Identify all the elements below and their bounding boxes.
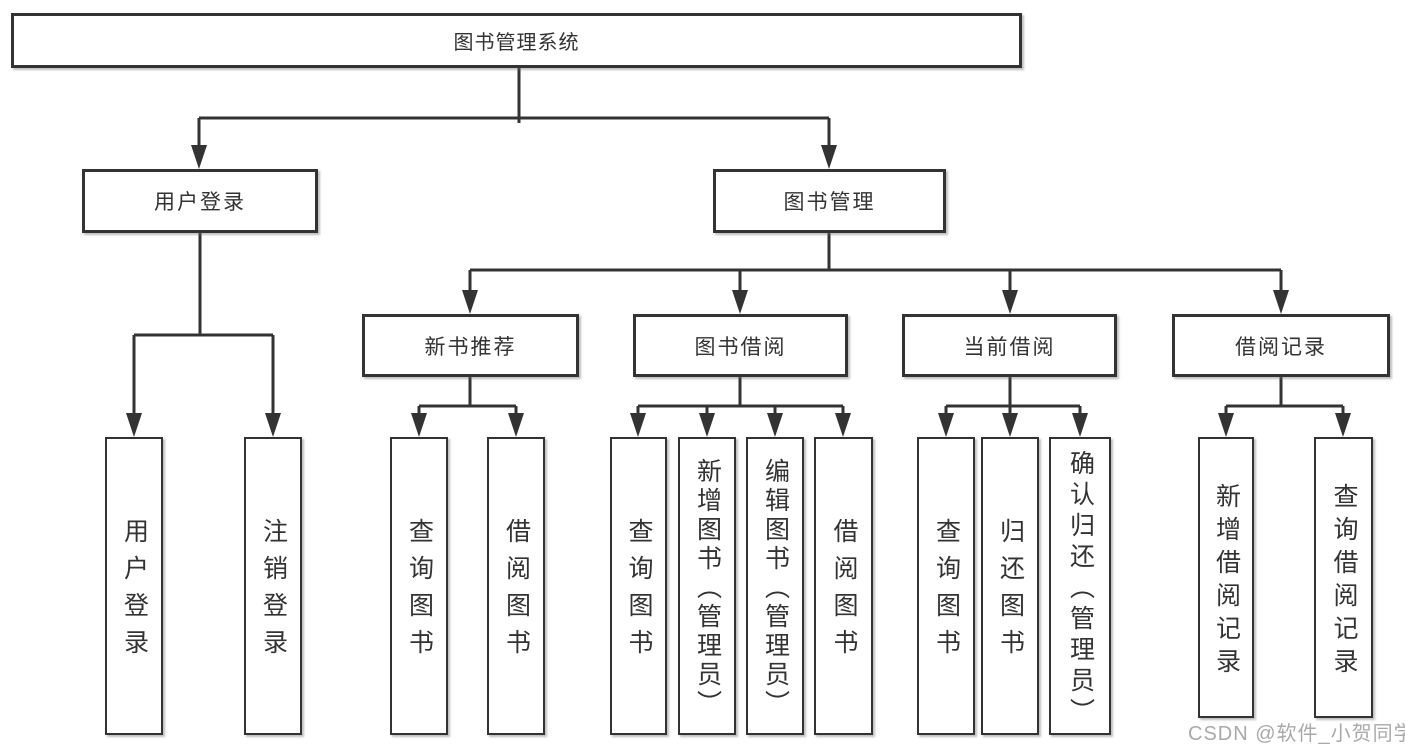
- leaf-add-book-admin: 新增图书（管理员）: [678, 437, 736, 735]
- connector-new-book-branch: [411, 377, 524, 437]
- node-current-borrow-label: 当前借阅: [963, 335, 1056, 359]
- connector-user-login-branch: [126, 233, 281, 437]
- leaf-query-book-current-label: 查询图书: [932, 518, 961, 666]
- leaf-confirm-return-admin: 确认归还（管理员）: [1049, 437, 1111, 735]
- connector-book-mgmt-branch: [462, 233, 1289, 314]
- leaf-return-book-label: 归还图书: [996, 518, 1025, 666]
- node-book-mgmt-branch: 图书管理: [713, 169, 946, 233]
- leaf-query-book-borrow: 查询图书: [610, 437, 667, 735]
- leaf-query-book-recommend-label: 查询图书: [405, 518, 434, 666]
- leaf-logout-label: 注销登录: [259, 518, 288, 666]
- leaf-user-login: 用户登录: [105, 437, 163, 735]
- connector-borrow-record-branch: [1218, 377, 1351, 437]
- leaf-add-borrow-record: 新增借阅记录: [1198, 437, 1254, 718]
- leaf-borrow-book-recommend: 借阅图书: [487, 437, 545, 735]
- leaf-query-book-current: 查询图书: [917, 437, 975, 735]
- node-new-book-rec-label: 新书推荐: [424, 335, 517, 359]
- node-book-borrow: 图书借阅: [633, 314, 848, 377]
- leaf-edit-book-admin-label: 编辑图书（管理员）: [761, 457, 790, 719]
- node-borrow-record-label: 借阅记录: [1235, 335, 1327, 359]
- leaf-query-borrow-record: 查询借阅记录: [1314, 437, 1373, 718]
- node-borrow-record: 借阅记录: [1172, 314, 1390, 377]
- leaf-add-borrow-record-label: 新增借阅记录: [1212, 482, 1241, 681]
- leaf-user-login-label: 用户登录: [120, 518, 149, 666]
- node-user-login-branch: 用户登录: [82, 169, 318, 233]
- node-book-borrow-label: 图书借阅: [694, 335, 787, 359]
- leaf-query-book-borrow-label: 查询图书: [625, 518, 653, 666]
- node-new-book-rec: 新书推荐: [362, 314, 579, 377]
- connector-book-borrow-branch: [630, 377, 851, 437]
- node-root-label: 图书管理系统: [453, 32, 580, 54]
- node-user-login-label: 用户登录: [154, 191, 246, 214]
- leaf-return-book: 归还图书: [981, 437, 1039, 735]
- watermark: CSDN @软件_小贺同学: [1188, 723, 1405, 745]
- leaf-logout: 注销登录: [244, 437, 302, 735]
- leaf-borrow-book: 借阅图书: [814, 437, 873, 735]
- connector-current-borrow-branch: [938, 377, 1088, 437]
- node-root-system: 图书管理系统: [11, 13, 1022, 68]
- leaf-add-book-admin-label: 新增图书（管理员）: [693, 457, 722, 719]
- connector-root-to-level1: [191, 68, 837, 169]
- node-book-mgmt-label: 图书管理: [783, 191, 876, 214]
- leaf-edit-book-admin: 编辑图书（管理员）: [746, 437, 804, 735]
- leaf-query-book-recommend: 查询图书: [390, 437, 448, 735]
- leaf-borrow-book-recommend-label: 借阅图书: [502, 518, 531, 666]
- leaf-borrow-book-label: 借阅图书: [830, 518, 858, 666]
- node-current-borrow: 当前借阅: [902, 314, 1117, 377]
- leaf-confirm-return-admin-label: 确认归还（管理员）: [1066, 449, 1095, 729]
- leaf-query-borrow-record-label: 查询借阅记录: [1330, 482, 1358, 681]
